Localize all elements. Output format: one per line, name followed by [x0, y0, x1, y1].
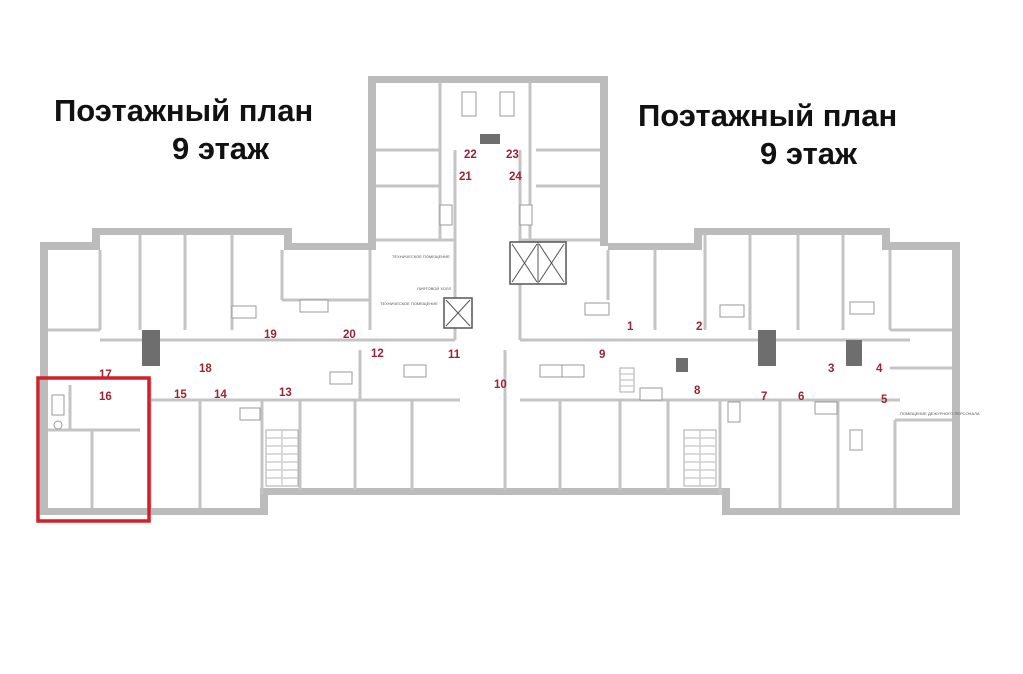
- left-wing-top-wall-1: [40, 242, 100, 250]
- apartment-number-21[interactable]: 21: [459, 171, 472, 183]
- tub-22: [461, 91, 477, 117]
- shaft-right-2: [846, 340, 862, 366]
- tub-20: [299, 299, 329, 313]
- tub-24: [519, 204, 533, 226]
- left-bottom-step: [260, 488, 268, 514]
- right-bottom-step: [722, 488, 730, 514]
- tub-11: [403, 364, 427, 378]
- shaft-right-1: [758, 330, 776, 366]
- right-wing-step-2: [882, 228, 890, 248]
- left-wing-top-wall-3: [284, 243, 376, 250]
- apartment-number-11[interactable]: 11: [448, 349, 461, 361]
- shaft-left: [142, 330, 160, 366]
- apartment-number-16[interactable]: 16: [99, 391, 112, 403]
- right-wing-step: [694, 228, 702, 250]
- elevators: [443, 241, 567, 329]
- apartment-number-18[interactable]: 18: [199, 363, 212, 375]
- right-wing-top-wall-2: [694, 228, 890, 235]
- apartment-number-4[interactable]: 4: [876, 363, 883, 375]
- tub-12: [329, 371, 353, 385]
- apartment-number-13[interactable]: 13: [279, 387, 292, 399]
- apartment-number-19[interactable]: 19: [264, 329, 277, 341]
- label-service-left: ТЕХНИЧЕСКОЕ ПОМЕЩЕНИЕ: [392, 254, 450, 259]
- tub-7: [727, 401, 741, 423]
- stair-small-center: [619, 367, 635, 393]
- right-wing-bottom-wall: [722, 508, 960, 515]
- stair-left: [265, 429, 299, 487]
- tub-21: [439, 204, 453, 226]
- right-wing-top-wall-3: [882, 242, 960, 250]
- apartment-number-15[interactable]: 15: [174, 389, 187, 401]
- apartment-number-24[interactable]: 24: [509, 171, 522, 183]
- apartment-number-1[interactable]: 1: [627, 321, 634, 333]
- title-right-line1: Поэтажный план: [638, 98, 898, 133]
- tub-1: [584, 302, 610, 316]
- stair-right: [683, 429, 717, 487]
- floor-plan-title-left: Поэтажный план 9 этаж: [54, 92, 313, 168]
- apartment-number-6[interactable]: 6: [798, 391, 804, 403]
- apartment-number-22[interactable]: 22: [464, 149, 477, 161]
- label-service-mid: ТЕХНИЧЕСКОЕ ПОМЕЩЕНИЕ: [380, 301, 438, 306]
- title-left-line2: 9 этаж: [172, 131, 269, 166]
- shaft-center: [676, 358, 688, 372]
- tower-right-wall: [600, 76, 608, 246]
- left-wing-step: [92, 228, 100, 248]
- apartment-number-23[interactable]: 23: [506, 149, 519, 161]
- tub-2: [719, 304, 745, 318]
- tub-8: [639, 387, 663, 401]
- tub-5: [849, 429, 863, 451]
- apartment-number-2[interactable]: 2: [696, 321, 702, 333]
- toilet-16: [53, 420, 63, 430]
- left-wing-step-2: [284, 228, 292, 250]
- title-right-line2: 9 этаж: [760, 136, 857, 171]
- right-wing-top-wall-1: [608, 243, 700, 250]
- room-labels: ТЕХНИЧЕСКОЕ ПОМЕЩЕНИЕ ТЕХНИЧЕСКОЕ ПОМЕЩЕ…: [380, 254, 980, 416]
- floor-plan-title-right: Поэтажный план 9 этаж: [638, 97, 897, 173]
- tub-10: [539, 364, 563, 378]
- shafts: [142, 134, 862, 372]
- apartment-number-12[interactable]: 12: [371, 348, 384, 360]
- tub-9: [561, 364, 585, 378]
- right-wing-outer-wall: [952, 242, 960, 514]
- tower-top-wall: [368, 76, 608, 83]
- label-service-right: ПОМЕЩЕНИЕ ДЕЖУРНОГО ПЕРСОНАЛА: [900, 411, 980, 416]
- apartment-number-20[interactable]: 20: [343, 329, 356, 341]
- apartment-numbers: 1 2 3 4 5 6 7 8 9 10 11 12 13 14 15 16 1…: [99, 149, 888, 406]
- apartment-number-3[interactable]: 3: [828, 363, 834, 375]
- tub-14: [239, 407, 261, 421]
- bathroom-fixtures: [51, 91, 875, 451]
- apartment-number-14[interactable]: 14: [214, 389, 227, 401]
- tub-19: [231, 305, 257, 319]
- left-wing-bottom-wall: [40, 508, 268, 515]
- tower-left-wall: [368, 76, 376, 246]
- tub-23: [499, 91, 515, 117]
- left-wing-top-wall-2: [92, 228, 292, 235]
- tub-16: [51, 394, 65, 416]
- interior-walls: [48, 83, 952, 508]
- apartment-number-9[interactable]: 9: [599, 349, 605, 361]
- apartment-number-7[interactable]: 7: [761, 391, 767, 403]
- apartment-number-10[interactable]: 10: [494, 379, 507, 391]
- title-left-line1: Поэтажный план: [54, 93, 314, 128]
- tub-6: [814, 401, 838, 415]
- stairs: [265, 367, 717, 487]
- apartment-number-5[interactable]: 5: [881, 394, 888, 406]
- tub-4: [849, 301, 875, 315]
- shaft-tower: [480, 134, 500, 144]
- apartment-number-8[interactable]: 8: [694, 385, 701, 397]
- label-lift-hall: ЛИФТОВОЙ ХОЛЛ: [417, 286, 452, 291]
- highlight-apartment-16[interactable]: [36, 376, 151, 523]
- center-bottom-wall: [260, 488, 730, 495]
